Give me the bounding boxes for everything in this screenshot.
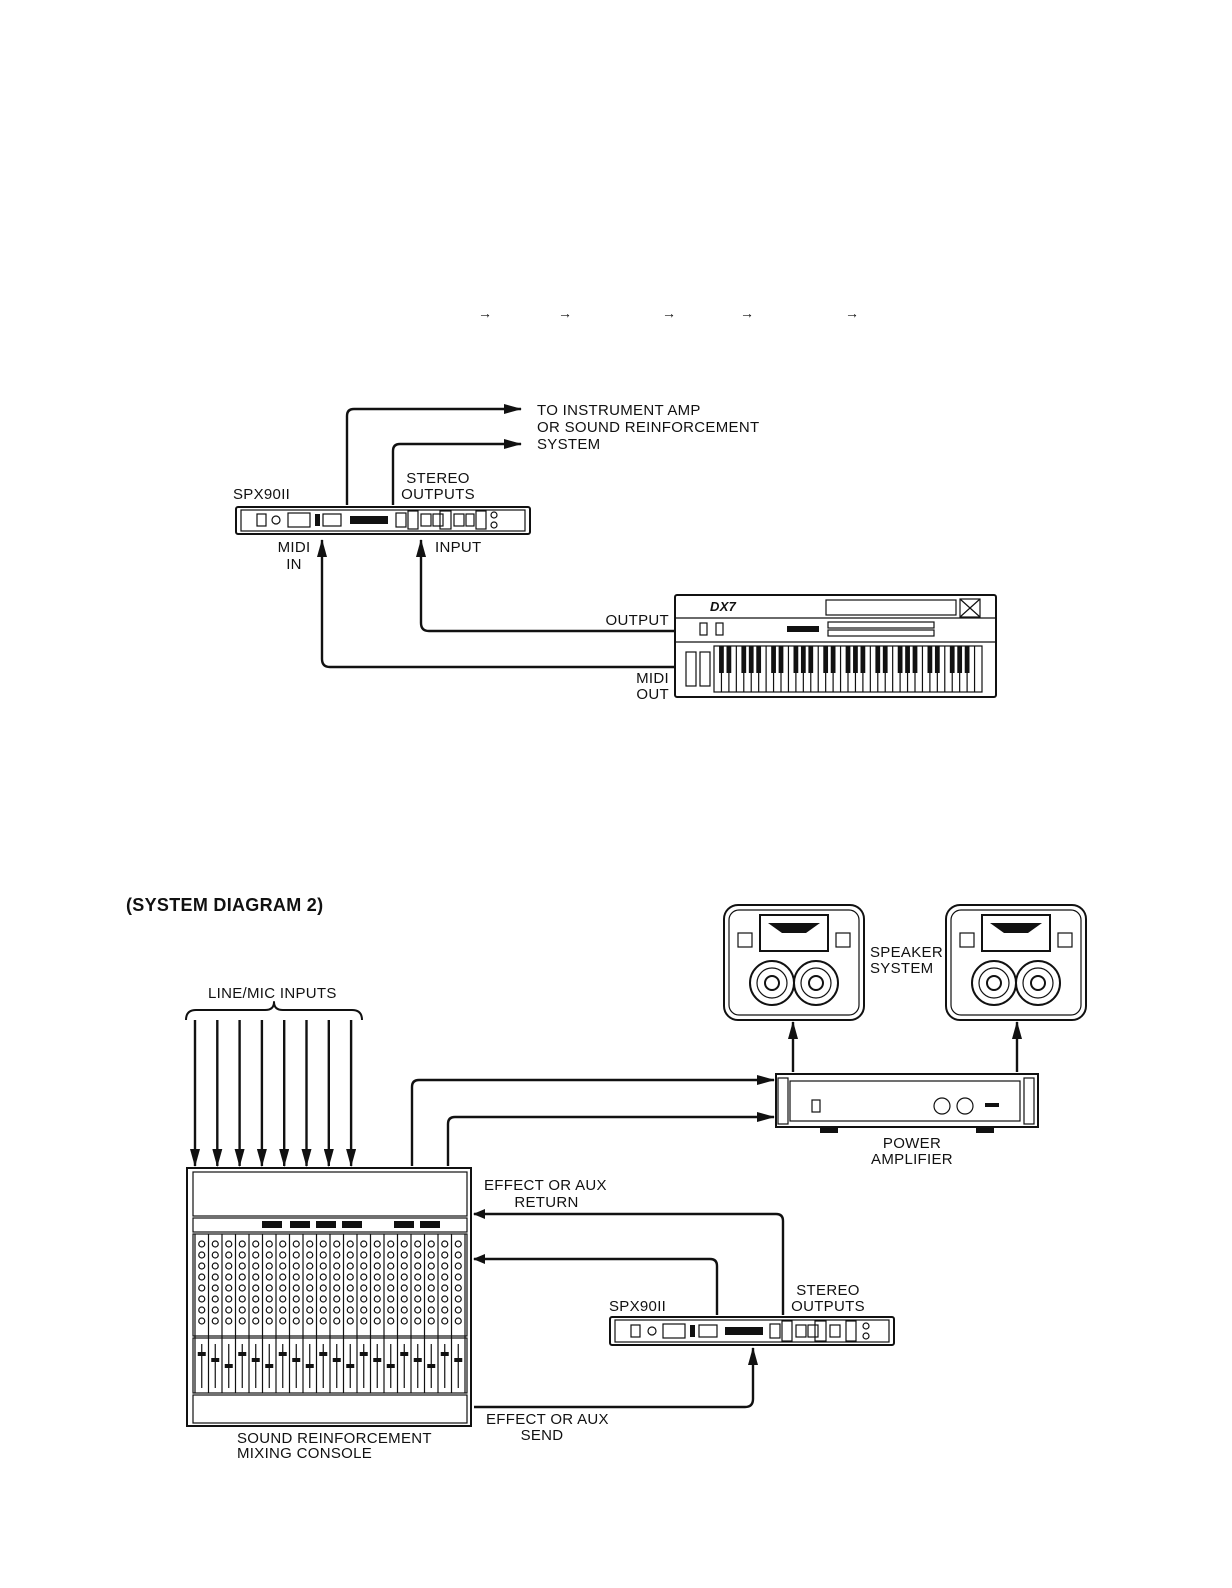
black-key: [794, 646, 799, 673]
black-key: [853, 646, 858, 673]
black-key: [883, 646, 888, 673]
fader-cap: [198, 1352, 206, 1356]
effect-return-label-2: RETURN: [484, 1195, 609, 1211]
top-arrow-mark-3: →: [662, 305, 676, 321]
stereo-outputs-label-1a: STEREO: [398, 471, 478, 487]
spx90ii-label-2: SPX90II: [609, 1299, 666, 1315]
fader-cap: [454, 1358, 462, 1362]
black-key: [950, 646, 955, 673]
output-label: OUTPUT: [589, 613, 669, 629]
black-key: [801, 646, 806, 673]
speaker-system-label-2: SYSTEM: [870, 961, 933, 977]
spx90ii-unit-1: [236, 507, 530, 534]
fader-cap: [238, 1352, 246, 1356]
black-key: [719, 646, 724, 673]
system-diagram-2-title: (SYSTEM DIAGRAM 2): [126, 895, 323, 916]
mixing-console: [187, 1168, 471, 1426]
spx90ii-label-1: SPX90II: [233, 487, 290, 503]
fader-cap: [225, 1364, 233, 1368]
woofer-cap: [809, 976, 823, 990]
fader-cap: [346, 1364, 354, 1368]
midi-out-label-1: MIDI: [619, 671, 669, 687]
black-key: [756, 646, 761, 673]
black-key: [741, 646, 746, 673]
top-arrow-mark-2: →: [558, 305, 572, 321]
stereo-outputs-label-1b: OUTPUTS: [398, 487, 478, 503]
black-key: [898, 646, 903, 673]
effect-return-label-1: EFFECT OR AUX: [484, 1178, 607, 1194]
fader-cap: [279, 1352, 287, 1356]
black-key: [905, 646, 910, 673]
top-arrow-mark-1: →: [478, 305, 492, 321]
woofer-cap: [987, 976, 1001, 990]
fader-cap: [373, 1358, 381, 1362]
fader-cap: [319, 1352, 327, 1356]
inputs-brace: [186, 1002, 362, 1020]
woofer-cap: [1031, 976, 1045, 990]
keyboard-brand-label: DX7: [710, 599, 736, 615]
fader-cap: [360, 1352, 368, 1356]
black-key: [861, 646, 866, 673]
midi-out-label-2: OUT: [619, 687, 669, 703]
meter-display: [262, 1221, 282, 1228]
effect-send-label-1: EFFECT OR AUX: [486, 1412, 609, 1428]
stereo-outputs-label-2a: STEREO: [788, 1283, 868, 1299]
meter-display: [394, 1221, 414, 1228]
fader-cap: [306, 1364, 314, 1368]
power-amplifier-label-1: POWER: [852, 1136, 972, 1152]
diagram-1: [236, 409, 996, 697]
speaker-system-label-1: SPEAKER: [870, 945, 943, 961]
black-key: [831, 646, 836, 673]
black-key: [965, 646, 970, 673]
spx90ii-unit-2: [610, 1317, 894, 1345]
top-arrow-mark-5: →: [845, 305, 859, 321]
amp-label-line-2: OR SOUND REINFORCEMENT: [537, 420, 759, 436]
black-key: [779, 646, 784, 673]
effect-send-label-2: SEND: [486, 1428, 598, 1444]
black-key: [823, 646, 828, 673]
black-key: [749, 646, 754, 673]
amp-label-line-1: TO INSTRUMENT AMP: [537, 403, 701, 419]
fader-cap: [427, 1364, 435, 1368]
black-key: [928, 646, 933, 673]
black-key: [808, 646, 813, 673]
midi-in-label-2: IN: [270, 557, 318, 573]
speaker-cabinet: [724, 905, 864, 1020]
black-key: [771, 646, 776, 673]
console-channel-strips: [195, 1221, 465, 1393]
fader-cap: [333, 1358, 341, 1362]
fader-cap: [292, 1358, 300, 1362]
meter-display: [420, 1221, 440, 1228]
fader-cap: [414, 1358, 422, 1362]
power-amplifier-label-2: AMPLIFIER: [852, 1152, 972, 1168]
black-key: [875, 646, 880, 673]
amp-label-line-3: SYSTEM: [537, 437, 600, 453]
line-mic-inputs-label: LINE/MIC INPUTS: [208, 986, 337, 1002]
woofer-cap: [765, 976, 779, 990]
black-key: [727, 646, 732, 673]
speaker-cabinet: [946, 905, 1086, 1020]
black-key: [957, 646, 962, 673]
fader-cap: [265, 1364, 273, 1368]
stereo-outputs-label-2b: OUTPUTS: [788, 1299, 868, 1315]
meter-display: [342, 1221, 362, 1228]
black-key: [846, 646, 851, 673]
fader-cap: [211, 1358, 219, 1362]
black-key: [935, 646, 940, 673]
mixing-console-label-2: MIXING CONSOLE: [237, 1446, 372, 1462]
top-arrow-mark-4: →: [740, 305, 754, 321]
fader-cap: [441, 1352, 449, 1356]
input-arrows: [195, 1020, 351, 1166]
input-label: INPUT: [435, 540, 482, 556]
black-key: [913, 646, 918, 673]
meter-display: [290, 1221, 310, 1228]
fader-cap: [252, 1358, 260, 1362]
meter-display: [316, 1221, 336, 1228]
power-amplifier: [776, 1074, 1038, 1133]
midi-in-label-1: MIDI: [270, 540, 318, 556]
fader-cap: [387, 1364, 395, 1368]
fader-cap: [400, 1352, 408, 1356]
